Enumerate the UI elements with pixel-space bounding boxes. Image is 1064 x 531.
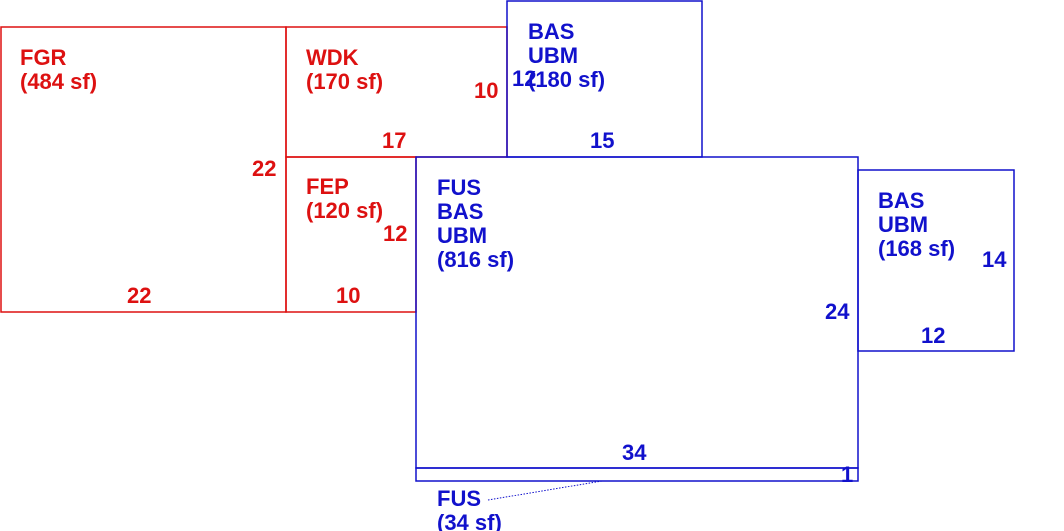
fus-strip-leader-line: [487, 480, 603, 501]
bas-top-dim-left: 12: [512, 66, 536, 91]
fus-strip-dim-right: 1: [841, 462, 853, 487]
wdk-dim-right: 10: [474, 78, 498, 103]
bas-top-dim-bottom: 15: [590, 128, 614, 153]
bas-right-dim-right: 14: [982, 247, 1007, 272]
fep-dim-bottom: 10: [336, 283, 360, 308]
wdk-area-size: (170 sf): [306, 69, 383, 94]
fgr-dim-bottom: 22: [127, 283, 151, 308]
fus-main-label-line3: UBM: [437, 223, 487, 248]
fus-main-area-size: (816 sf): [437, 247, 514, 272]
fgr-label: FGR: [20, 45, 67, 70]
bas-right-area-size: (168 sf): [878, 236, 955, 261]
bas-right-label-line1: BAS: [878, 188, 924, 213]
bas-top-label-line1: BAS: [528, 19, 574, 44]
bas-top-label-line2: UBM: [528, 43, 578, 68]
bas-right-dim-bottom: 12: [921, 323, 945, 348]
fus-main-label-line1: FUS: [437, 175, 481, 200]
fus-main-dim-bottom: 34: [622, 440, 647, 465]
fus-strip-area-size: (34 sf): [437, 510, 502, 531]
fus-main-label-line2: BAS: [437, 199, 483, 224]
fep-dim-right: 12: [383, 221, 407, 246]
fep-label: FEP: [306, 174, 349, 199]
bas-right-label-line2: UBM: [878, 212, 928, 237]
fus-main-dim-right: 24: [825, 299, 850, 324]
wdk-dim-bottom: 17: [382, 128, 406, 153]
fus-strip-area-outline: [415, 467, 859, 482]
fgr-area-size: (484 sf): [20, 69, 97, 94]
bas-right-area-outline: [857, 169, 1015, 352]
bas-top-area-size: (180 sf): [528, 67, 605, 92]
wdk-label: WDK: [306, 45, 359, 70]
fep-area-size: (120 sf): [306, 198, 383, 223]
fgr-dim-right: 22: [252, 156, 276, 181]
fus-strip-label: FUS: [437, 486, 481, 511]
